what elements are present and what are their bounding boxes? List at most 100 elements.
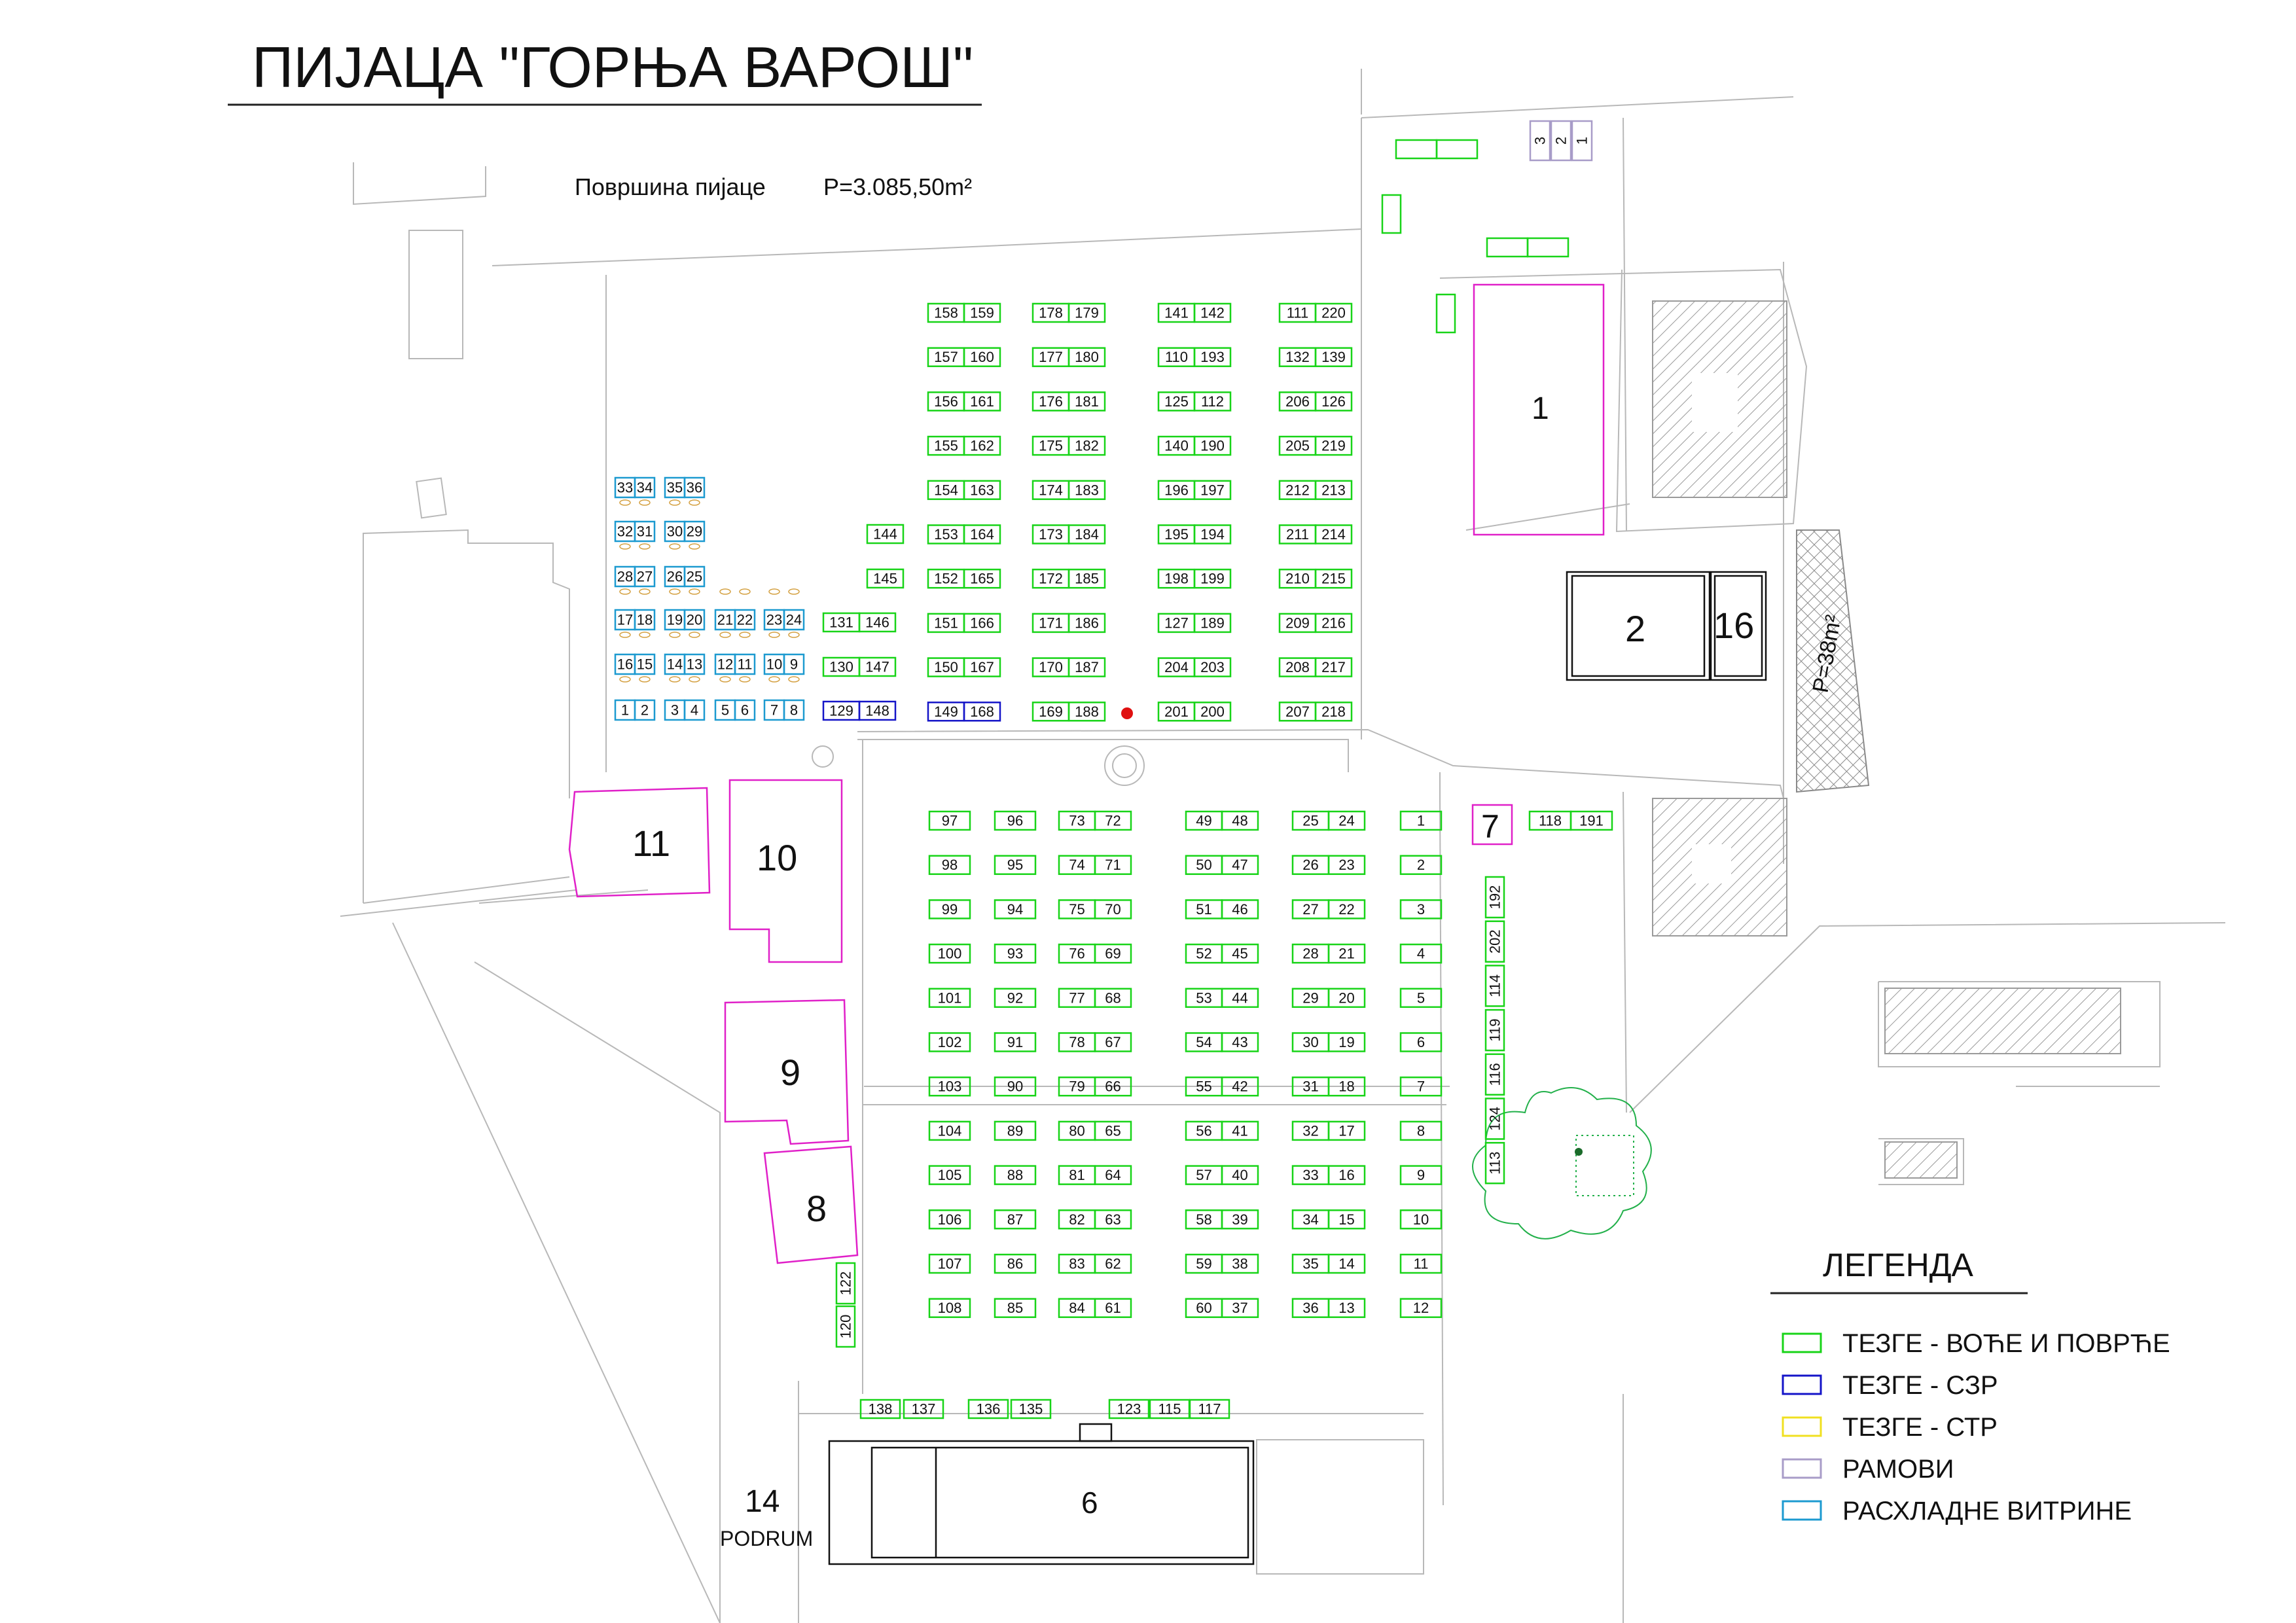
stall-5: 5 bbox=[1417, 990, 1425, 1006]
stall-71-box bbox=[1094, 855, 1132, 875]
stall-154: 154 bbox=[934, 482, 958, 498]
stall-180-box bbox=[1067, 347, 1106, 367]
stall-107-box bbox=[928, 1253, 971, 1274]
stall-unnumbered-4 bbox=[1526, 237, 1570, 258]
stall-152: 152 bbox=[934, 571, 958, 587]
stall-186: 186 bbox=[1075, 615, 1099, 631]
cooling-30-1: 30 bbox=[667, 524, 683, 540]
stall-44: 44 bbox=[1232, 990, 1247, 1006]
stall-48: 48 bbox=[1232, 813, 1247, 829]
stall-51: 51 bbox=[1196, 901, 1211, 918]
buildings bbox=[568, 283, 1767, 1565]
stall-95-box bbox=[994, 855, 1037, 875]
seat-mark bbox=[719, 632, 731, 638]
stall-117: 117 bbox=[1198, 1401, 1221, 1418]
stall-19-box bbox=[1327, 1032, 1366, 1052]
stall-216-box bbox=[1314, 613, 1353, 633]
area-label: Површина пијаце bbox=[575, 173, 766, 200]
stall-220-box bbox=[1314, 302, 1353, 323]
stall-136: 136 bbox=[977, 1401, 1001, 1418]
stall-72-box bbox=[1094, 810, 1132, 831]
cooling-16-4: 16 bbox=[617, 656, 633, 673]
stall-32: 32 bbox=[1302, 1122, 1318, 1139]
stall-33: 33 bbox=[1302, 1167, 1318, 1183]
stall-67-box bbox=[1094, 1032, 1132, 1052]
stall-22: 22 bbox=[1338, 901, 1354, 918]
cooling-22-3-box bbox=[734, 609, 756, 631]
cooling-5-5: 5 bbox=[721, 702, 729, 719]
stall-187-box bbox=[1067, 657, 1106, 677]
legend-swatch-0 bbox=[1782, 1332, 1822, 1353]
stall-163: 163 bbox=[970, 482, 994, 498]
stall-90-box bbox=[994, 1076, 1037, 1097]
cooling-32-1: 32 bbox=[617, 524, 633, 540]
stall-44-box bbox=[1221, 988, 1259, 1008]
cooling-15-4-box bbox=[634, 653, 656, 675]
stall-96: 96 bbox=[1007, 813, 1023, 829]
stall-166: 166 bbox=[970, 615, 994, 631]
stall-114: 114 bbox=[1487, 974, 1503, 997]
cooling-18-3-box bbox=[634, 609, 656, 631]
seat-mark bbox=[788, 632, 800, 638]
stall-8: 8 bbox=[1417, 1122, 1425, 1139]
stall-26: 26 bbox=[1302, 857, 1318, 873]
market-paths bbox=[812, 740, 1443, 1394]
stall-179-box bbox=[1067, 302, 1106, 323]
stall-190-box bbox=[1193, 435, 1232, 456]
cooling-13-4: 13 bbox=[687, 656, 702, 673]
stall-167: 167 bbox=[970, 659, 994, 675]
stall-118: 118 bbox=[1539, 813, 1562, 829]
cooling-9-4: 9 bbox=[790, 656, 798, 673]
stall-87: 87 bbox=[1007, 1211, 1023, 1228]
stall-100-box bbox=[928, 943, 971, 964]
stall-217-box bbox=[1314, 657, 1353, 677]
stall-100: 100 bbox=[938, 946, 962, 962]
stall-17-box bbox=[1327, 1120, 1366, 1141]
stall-78: 78 bbox=[1069, 1034, 1085, 1050]
stall-95: 95 bbox=[1007, 857, 1023, 873]
stall-39-box bbox=[1221, 1209, 1259, 1230]
stall-12: 12 bbox=[1413, 1300, 1429, 1316]
stall-85: 85 bbox=[1007, 1300, 1023, 1316]
stall-2-box bbox=[1399, 855, 1443, 875]
stall-105: 105 bbox=[938, 1167, 962, 1183]
stall-175: 175 bbox=[1039, 438, 1063, 454]
stall-127: 127 bbox=[1164, 615, 1189, 631]
stall-87-box bbox=[994, 1209, 1037, 1230]
stall-50: 50 bbox=[1196, 857, 1211, 873]
seat-mark bbox=[619, 499, 631, 506]
stall-58: 58 bbox=[1196, 1211, 1211, 1228]
stall-15: 15 bbox=[1338, 1211, 1354, 1228]
stall-49: 49 bbox=[1196, 813, 1211, 829]
stall-114-box bbox=[1484, 965, 1505, 1007]
stall-8-box bbox=[1399, 1120, 1443, 1141]
stall-196: 196 bbox=[1164, 482, 1189, 498]
stall-172: 172 bbox=[1039, 571, 1063, 587]
stall-41: 41 bbox=[1232, 1122, 1247, 1139]
stall-147: 147 bbox=[865, 659, 889, 675]
stall-57: 57 bbox=[1196, 1167, 1211, 1183]
stall-142-box bbox=[1193, 302, 1232, 323]
stall-180: 180 bbox=[1075, 349, 1099, 365]
stall-90: 90 bbox=[1007, 1079, 1023, 1095]
stall-135: 135 bbox=[1019, 1401, 1043, 1418]
stall-120-box bbox=[835, 1305, 856, 1348]
stall-160-box bbox=[963, 347, 1001, 367]
stall-20: 20 bbox=[1338, 990, 1354, 1006]
stall-129: 129 bbox=[829, 703, 853, 719]
frame-1-box bbox=[1571, 120, 1593, 162]
stall-155: 155 bbox=[934, 438, 958, 454]
legend-swatch-4 bbox=[1782, 1500, 1822, 1521]
stall-215-box bbox=[1314, 568, 1353, 589]
stall-122-box bbox=[835, 1262, 856, 1305]
stall-148-box bbox=[858, 700, 897, 721]
stall-181-box bbox=[1067, 391, 1106, 412]
stall-113: 113 bbox=[1487, 1152, 1503, 1175]
stall-144-box bbox=[866, 524, 905, 544]
stall-98-box bbox=[928, 855, 971, 875]
stall-92-box bbox=[994, 988, 1037, 1008]
stall-39: 39 bbox=[1232, 1211, 1247, 1228]
stall-unnumbered-5 bbox=[1435, 293, 1456, 334]
stall-161-box bbox=[963, 391, 1001, 412]
seat-mark bbox=[619, 543, 631, 550]
